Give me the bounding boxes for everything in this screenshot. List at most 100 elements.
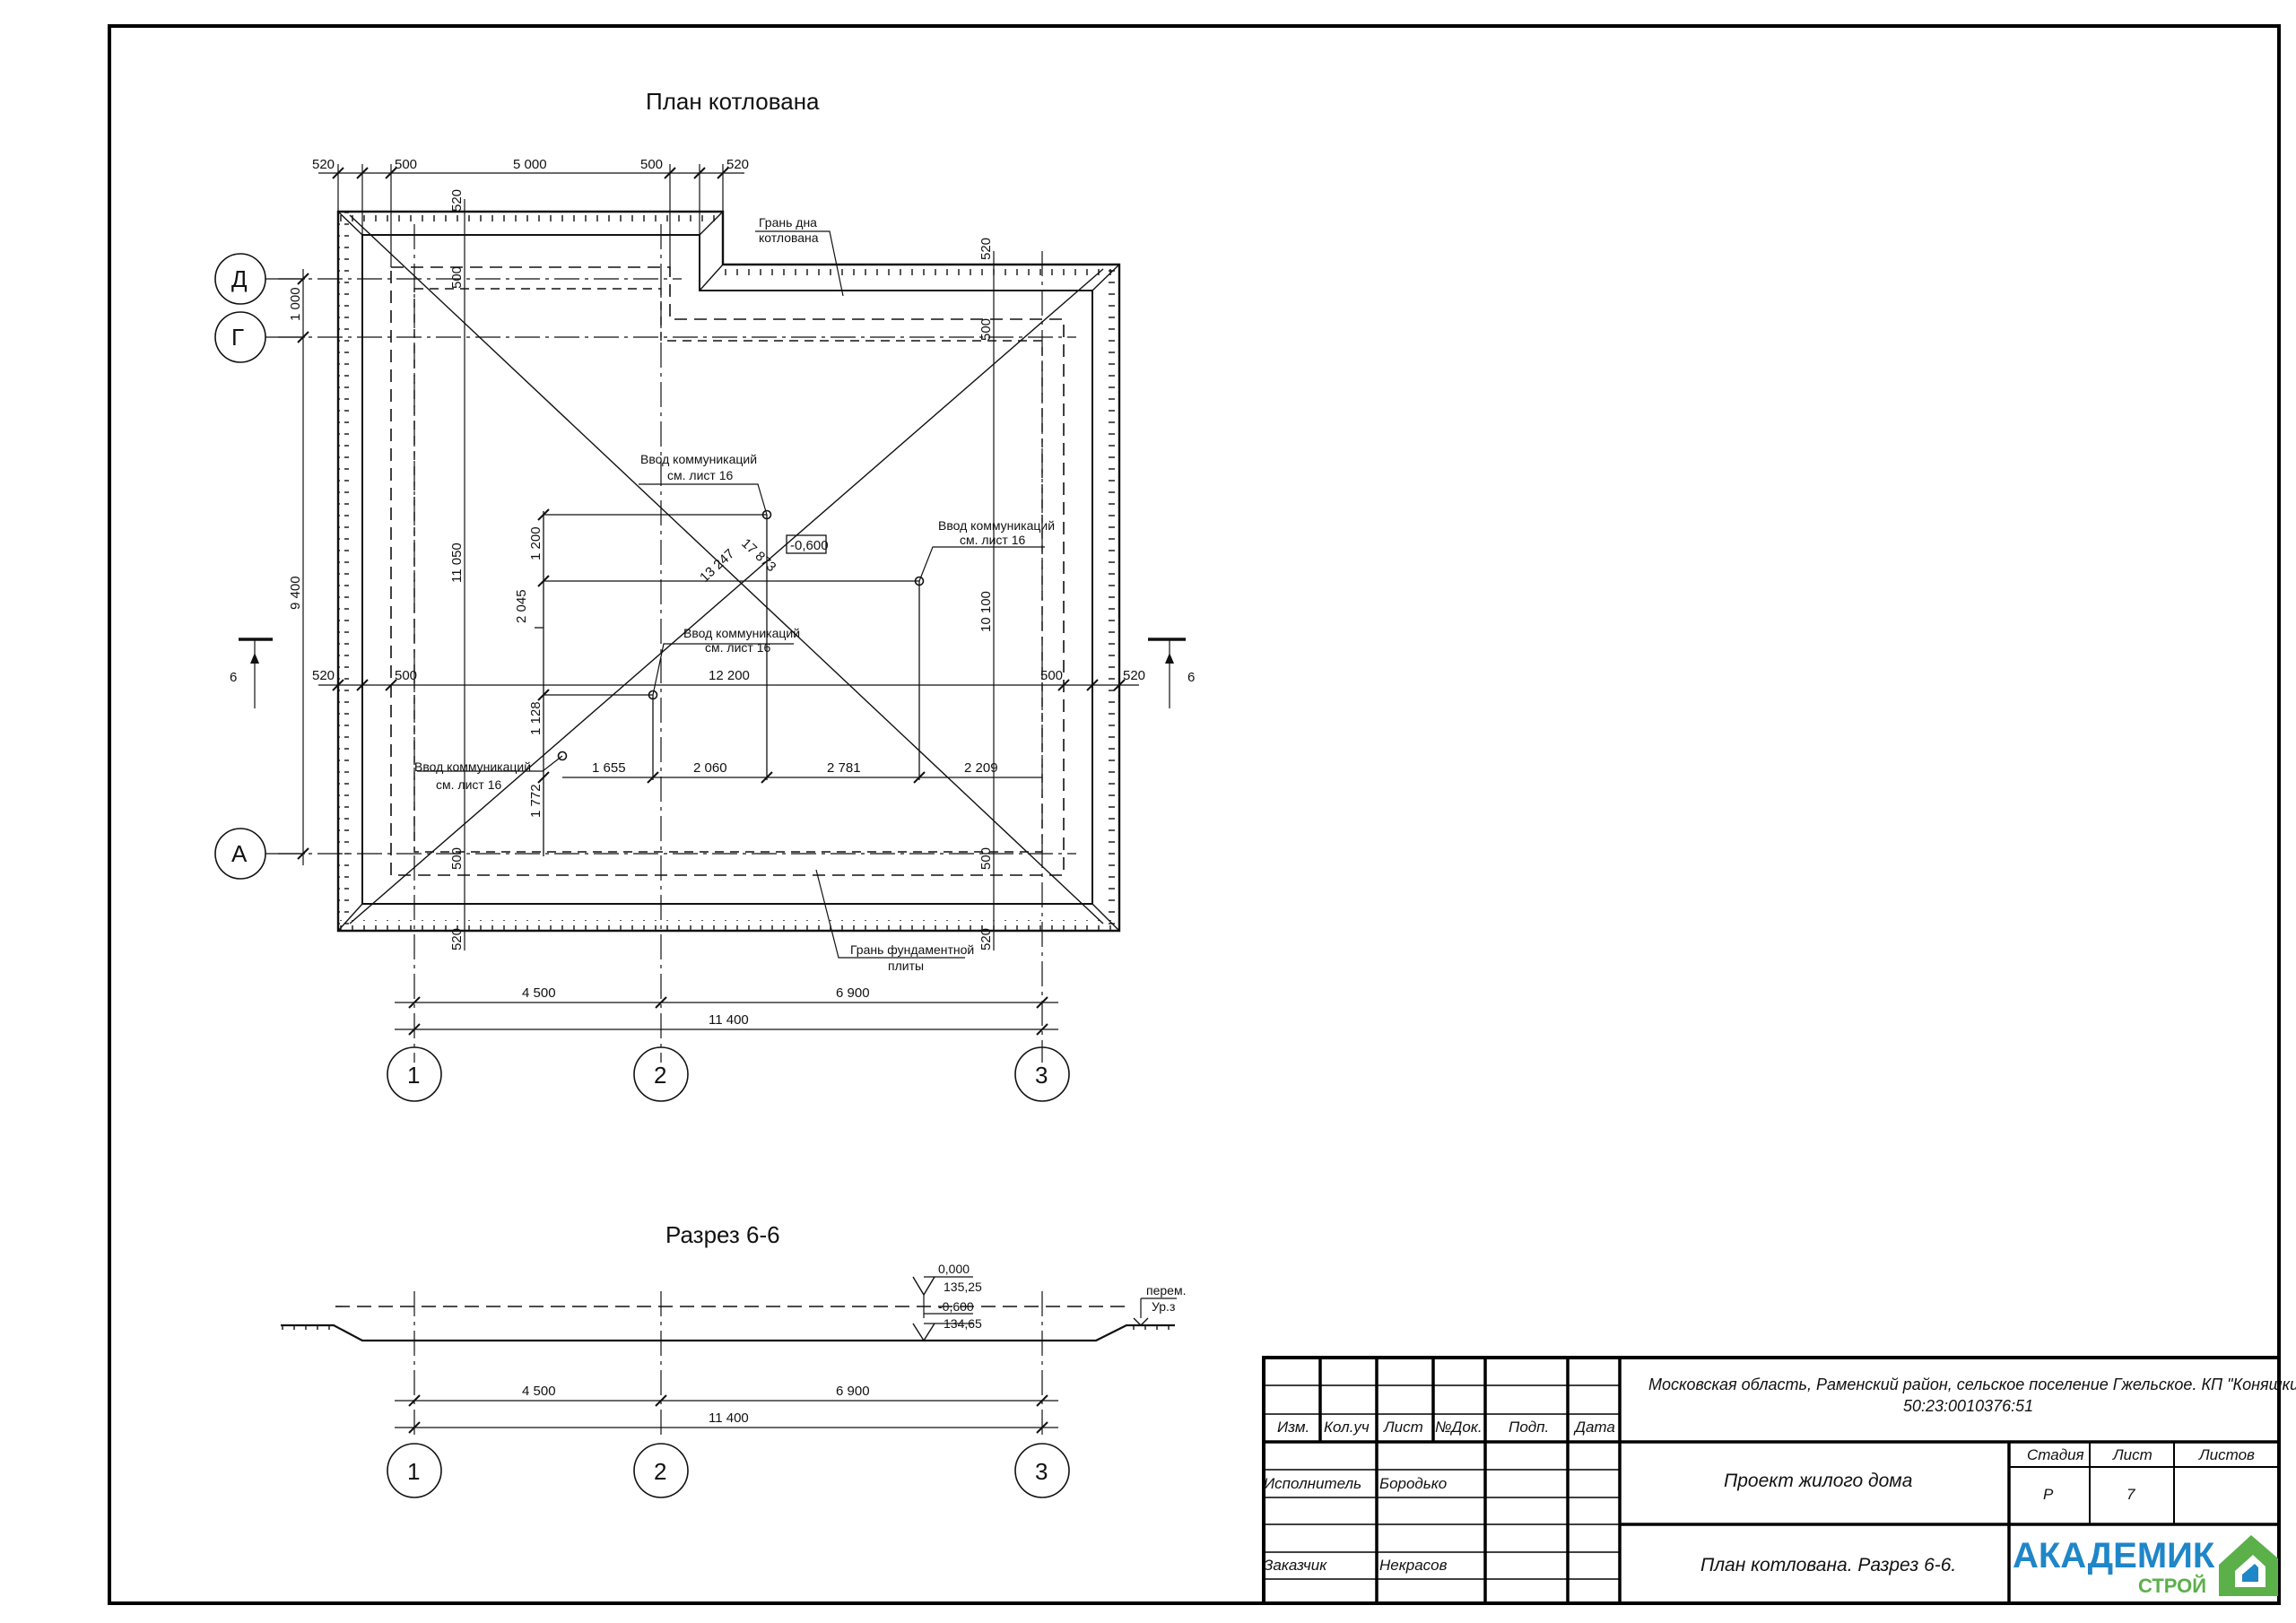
svg-text:см. лист 16: см. лист 16 bbox=[705, 640, 770, 655]
section-drawing bbox=[281, 1276, 1177, 1498]
svg-text:-0,600: -0,600 bbox=[938, 1299, 974, 1314]
svg-text:6: 6 bbox=[1187, 670, 1195, 685]
svg-text:1 655: 1 655 bbox=[592, 760, 626, 776]
plan-labels: 520 500 5 000 500 520 520 500 12 200 500… bbox=[230, 157, 1195, 1089]
svg-text:1 200: 1 200 bbox=[528, 526, 544, 560]
svg-text:520: 520 bbox=[726, 157, 749, 172]
svg-text:Подп.: Подп. bbox=[1509, 1419, 1549, 1436]
svg-text:1 128: 1 128 bbox=[528, 701, 544, 735]
svg-text:520: 520 bbox=[978, 928, 994, 950]
svg-text:520: 520 bbox=[1123, 668, 1145, 683]
svg-text:12 200: 12 200 bbox=[709, 668, 750, 683]
svg-text:Г: Г bbox=[231, 324, 244, 351]
svg-text:2 045: 2 045 bbox=[514, 589, 529, 623]
svg-text:Ур.з: Ур.з bbox=[1152, 1299, 1175, 1314]
svg-text:500: 500 bbox=[449, 847, 465, 870]
svg-text:11 400: 11 400 bbox=[709, 1012, 749, 1028]
svg-text:1: 1 bbox=[407, 1062, 420, 1089]
svg-text:Бородько: Бородько bbox=[1379, 1475, 1447, 1492]
svg-text:Исполнитель: Исполнитель bbox=[1264, 1475, 1361, 1492]
svg-text:500: 500 bbox=[1040, 668, 1063, 683]
svg-text:3: 3 bbox=[1035, 1062, 1048, 1089]
title-block-text: Изм. Кол.уч Лист №Док. Подп. Дата Исполн… bbox=[1264, 1376, 2296, 1575]
title-block bbox=[1262, 1356, 2281, 1605]
axis-bubble-3 bbox=[1014, 1046, 1070, 1102]
svg-text:см. лист 16: см. лист 16 bbox=[960, 533, 1025, 547]
svg-text:Ввод коммуникаций: Ввод коммуникаций bbox=[938, 518, 1055, 533]
svg-text:0,000: 0,000 bbox=[938, 1262, 970, 1276]
svg-text:см. лист 16: см. лист 16 bbox=[436, 777, 501, 792]
svg-text:4 500: 4 500 bbox=[522, 1384, 556, 1399]
svg-text:Проект жилого дома: Проект жилого дома bbox=[1724, 1471, 1912, 1491]
section-title: Разрез 6-6 bbox=[665, 1221, 780, 1248]
svg-text:Изм.: Изм. bbox=[1277, 1419, 1309, 1436]
svg-text:520: 520 bbox=[312, 157, 335, 172]
svg-text:Лист: Лист bbox=[2112, 1446, 2152, 1463]
svg-text:3: 3 bbox=[1035, 1458, 1048, 1485]
svg-text:135,25: 135,25 bbox=[944, 1280, 982, 1294]
svg-text:520: 520 bbox=[978, 238, 994, 260]
svg-text:134,65: 134,65 bbox=[944, 1316, 982, 1331]
svg-text:котлована: котлована bbox=[759, 230, 819, 245]
svg-text:Дата: Дата bbox=[1573, 1419, 1615, 1436]
sheet-frame bbox=[108, 24, 2281, 1605]
svg-text:500: 500 bbox=[978, 318, 994, 341]
svg-text:13 247: 13 247 bbox=[697, 546, 737, 586]
svg-text:500: 500 bbox=[449, 266, 465, 289]
svg-text:50:23:0010376:51: 50:23:0010376:51 bbox=[1903, 1397, 2033, 1415]
svg-text:6 900: 6 900 bbox=[836, 985, 870, 1001]
svg-text:Стадия: Стадия bbox=[2027, 1446, 2084, 1463]
level-box bbox=[786, 534, 827, 554]
svg-text:1 772: 1 772 bbox=[528, 784, 544, 818]
svg-text:500: 500 bbox=[395, 157, 417, 172]
svg-text:2: 2 bbox=[654, 1062, 666, 1089]
svg-text:500: 500 bbox=[395, 668, 417, 683]
axis-bubble-1 bbox=[387, 1046, 442, 1102]
svg-text:Московская область, Раменский: Московская область, Раменский район, сел… bbox=[1648, 1376, 2296, 1393]
svg-text:500: 500 bbox=[640, 157, 663, 172]
svg-text:5 000: 5 000 bbox=[513, 157, 547, 172]
svg-text:плиты: плиты bbox=[888, 959, 924, 973]
svg-text:-0,600: -0,600 bbox=[790, 538, 829, 553]
svg-text:Д: Д bbox=[231, 265, 248, 292]
svg-text:2 209: 2 209 bbox=[964, 760, 998, 776]
svg-text:СТРОЙ: СТРОЙ bbox=[2138, 1575, 2206, 1597]
svg-text:4 500: 4 500 bbox=[522, 985, 556, 1001]
svg-text:Заказчик: Заказчик bbox=[1264, 1557, 1327, 1574]
svg-text:2 781: 2 781 bbox=[827, 760, 861, 776]
svg-text:2 060: 2 060 bbox=[693, 760, 727, 776]
svg-text:500: 500 bbox=[978, 847, 994, 870]
plan-title: План котлована bbox=[646, 88, 820, 115]
svg-text:7: 7 bbox=[2126, 1486, 2135, 1503]
svg-text:10 100: 10 100 bbox=[978, 591, 994, 632]
svg-text:№Док.: №Док. bbox=[1435, 1419, 1483, 1436]
svg-text:АКАДЕМИК: АКАДЕМИК bbox=[2013, 1536, 2215, 1575]
svg-text:11 400: 11 400 bbox=[709, 1410, 749, 1426]
svg-text:11 050: 11 050 bbox=[449, 542, 465, 583]
svg-text:9 400: 9 400 bbox=[288, 576, 303, 610]
svg-text:1 000: 1 000 bbox=[288, 287, 303, 321]
svg-text:Некрасов: Некрасов bbox=[1379, 1557, 1448, 1574]
svg-text:см. лист 16: см. лист 16 bbox=[667, 468, 733, 482]
section-labels: 0,000 135,25 -0,600 134,65 перем. Ур.з 4… bbox=[407, 1262, 1186, 1485]
plan-drawing bbox=[214, 164, 1186, 1102]
svg-text:520: 520 bbox=[312, 668, 335, 683]
svg-text:520: 520 bbox=[449, 928, 465, 950]
svg-text:Ввод коммуникаций: Ввод коммуникаций bbox=[414, 759, 531, 774]
svg-text:Грань фундаментной: Грань фундаментной bbox=[850, 942, 974, 957]
svg-text:6 900: 6 900 bbox=[836, 1384, 870, 1399]
company-logo: АКАДЕМИК СТРОЙ bbox=[2013, 1535, 2278, 1597]
svg-text:520: 520 bbox=[449, 189, 465, 212]
svg-text:Ввод коммуникаций: Ввод коммуникаций bbox=[640, 452, 757, 466]
svg-text:А: А bbox=[231, 840, 248, 867]
axis-bubble-2 bbox=[633, 1046, 689, 1102]
svg-text:Ввод коммуникаций: Ввод коммуникаций bbox=[683, 626, 800, 640]
svg-text:Лист: Лист bbox=[1383, 1419, 1423, 1436]
svg-text:перем.: перем. bbox=[1146, 1283, 1186, 1298]
svg-text:6: 6 bbox=[230, 670, 237, 685]
svg-text:Грань дна: Грань дна bbox=[759, 215, 817, 230]
svg-text:Р: Р bbox=[2043, 1486, 2054, 1503]
svg-text:Кол.уч: Кол.уч bbox=[1324, 1419, 1370, 1436]
svg-text:1: 1 bbox=[407, 1458, 420, 1485]
